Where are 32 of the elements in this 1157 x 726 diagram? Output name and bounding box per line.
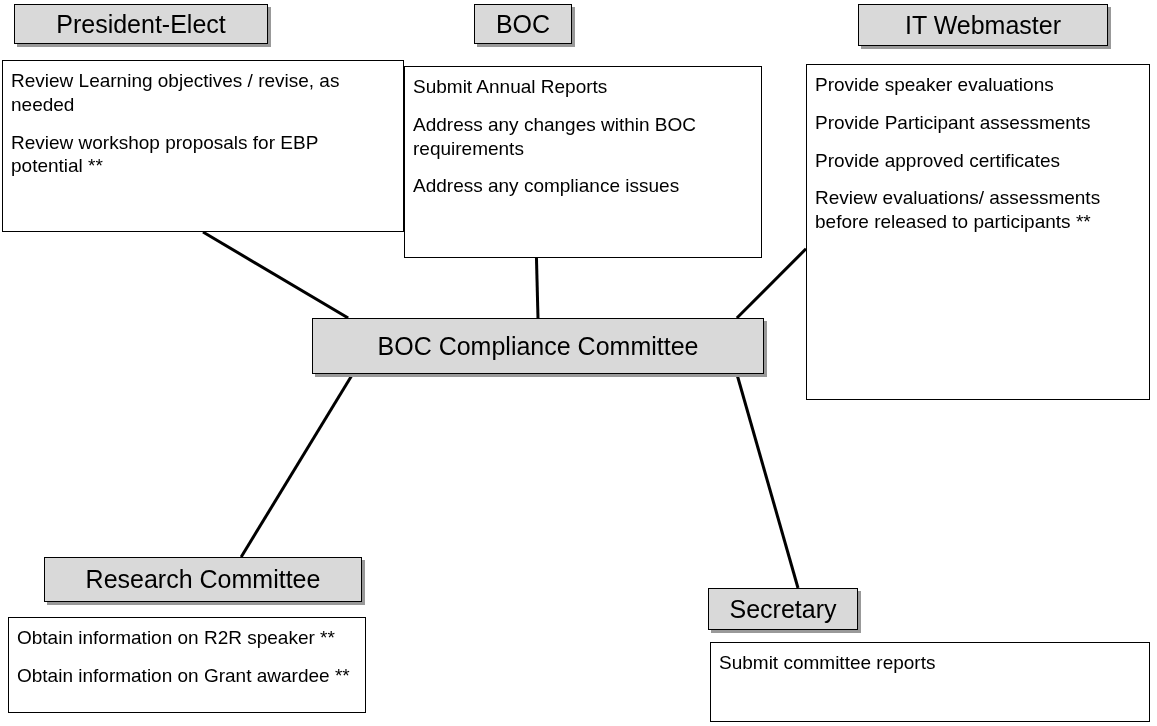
task-text: Provide Participant assessments: [815, 110, 1092, 135]
role-box: [708, 588, 858, 630]
role-title: BOC: [495, 9, 551, 39]
task-box: [404, 66, 762, 258]
role-title: IT Webmaster: [904, 10, 1062, 40]
task-box: [2, 60, 404, 232]
connector-line: [202, 230, 349, 320]
role-box: [44, 557, 362, 602]
task-text: Provide approved certificates: [815, 148, 1061, 173]
task-text: Review evaluations/ assessments before released to participants **: [815, 186, 1102, 234]
role-title: Secretary: [729, 594, 837, 624]
role-box: [474, 4, 572, 44]
role-title: Research Committee: [85, 565, 321, 594]
connector-line: [534, 257, 540, 319]
task-text: Address any compliance issues: [413, 174, 681, 198]
task-box: [806, 64, 1150, 400]
task-text: Review workshop proposals for EBP potential **: [11, 130, 319, 178]
role-title: BOC Compliance Committee: [377, 331, 699, 361]
connector-line: [735, 247, 808, 320]
task-text: Submit committee reports: [719, 651, 937, 675]
task-text: Obtain information on Grant awardee **: [17, 663, 351, 688]
task-text: Provide speaker evaluations: [815, 73, 1055, 97]
role-title: President-Elect: [56, 9, 226, 39]
task-text: Address any changes within BOC requirements: [413, 112, 698, 161]
task-text: Submit Annual Reports: [413, 75, 609, 99]
task-box: [710, 642, 1150, 722]
role-box: [312, 318, 764, 374]
task-box: [8, 617, 366, 713]
role-box: [858, 4, 1108, 46]
role-box: [14, 4, 268, 44]
task-text: Obtain information on R2R speaker **: [17, 626, 336, 650]
task-text: Review Learning objectives / revise, as needed: [11, 69, 341, 117]
